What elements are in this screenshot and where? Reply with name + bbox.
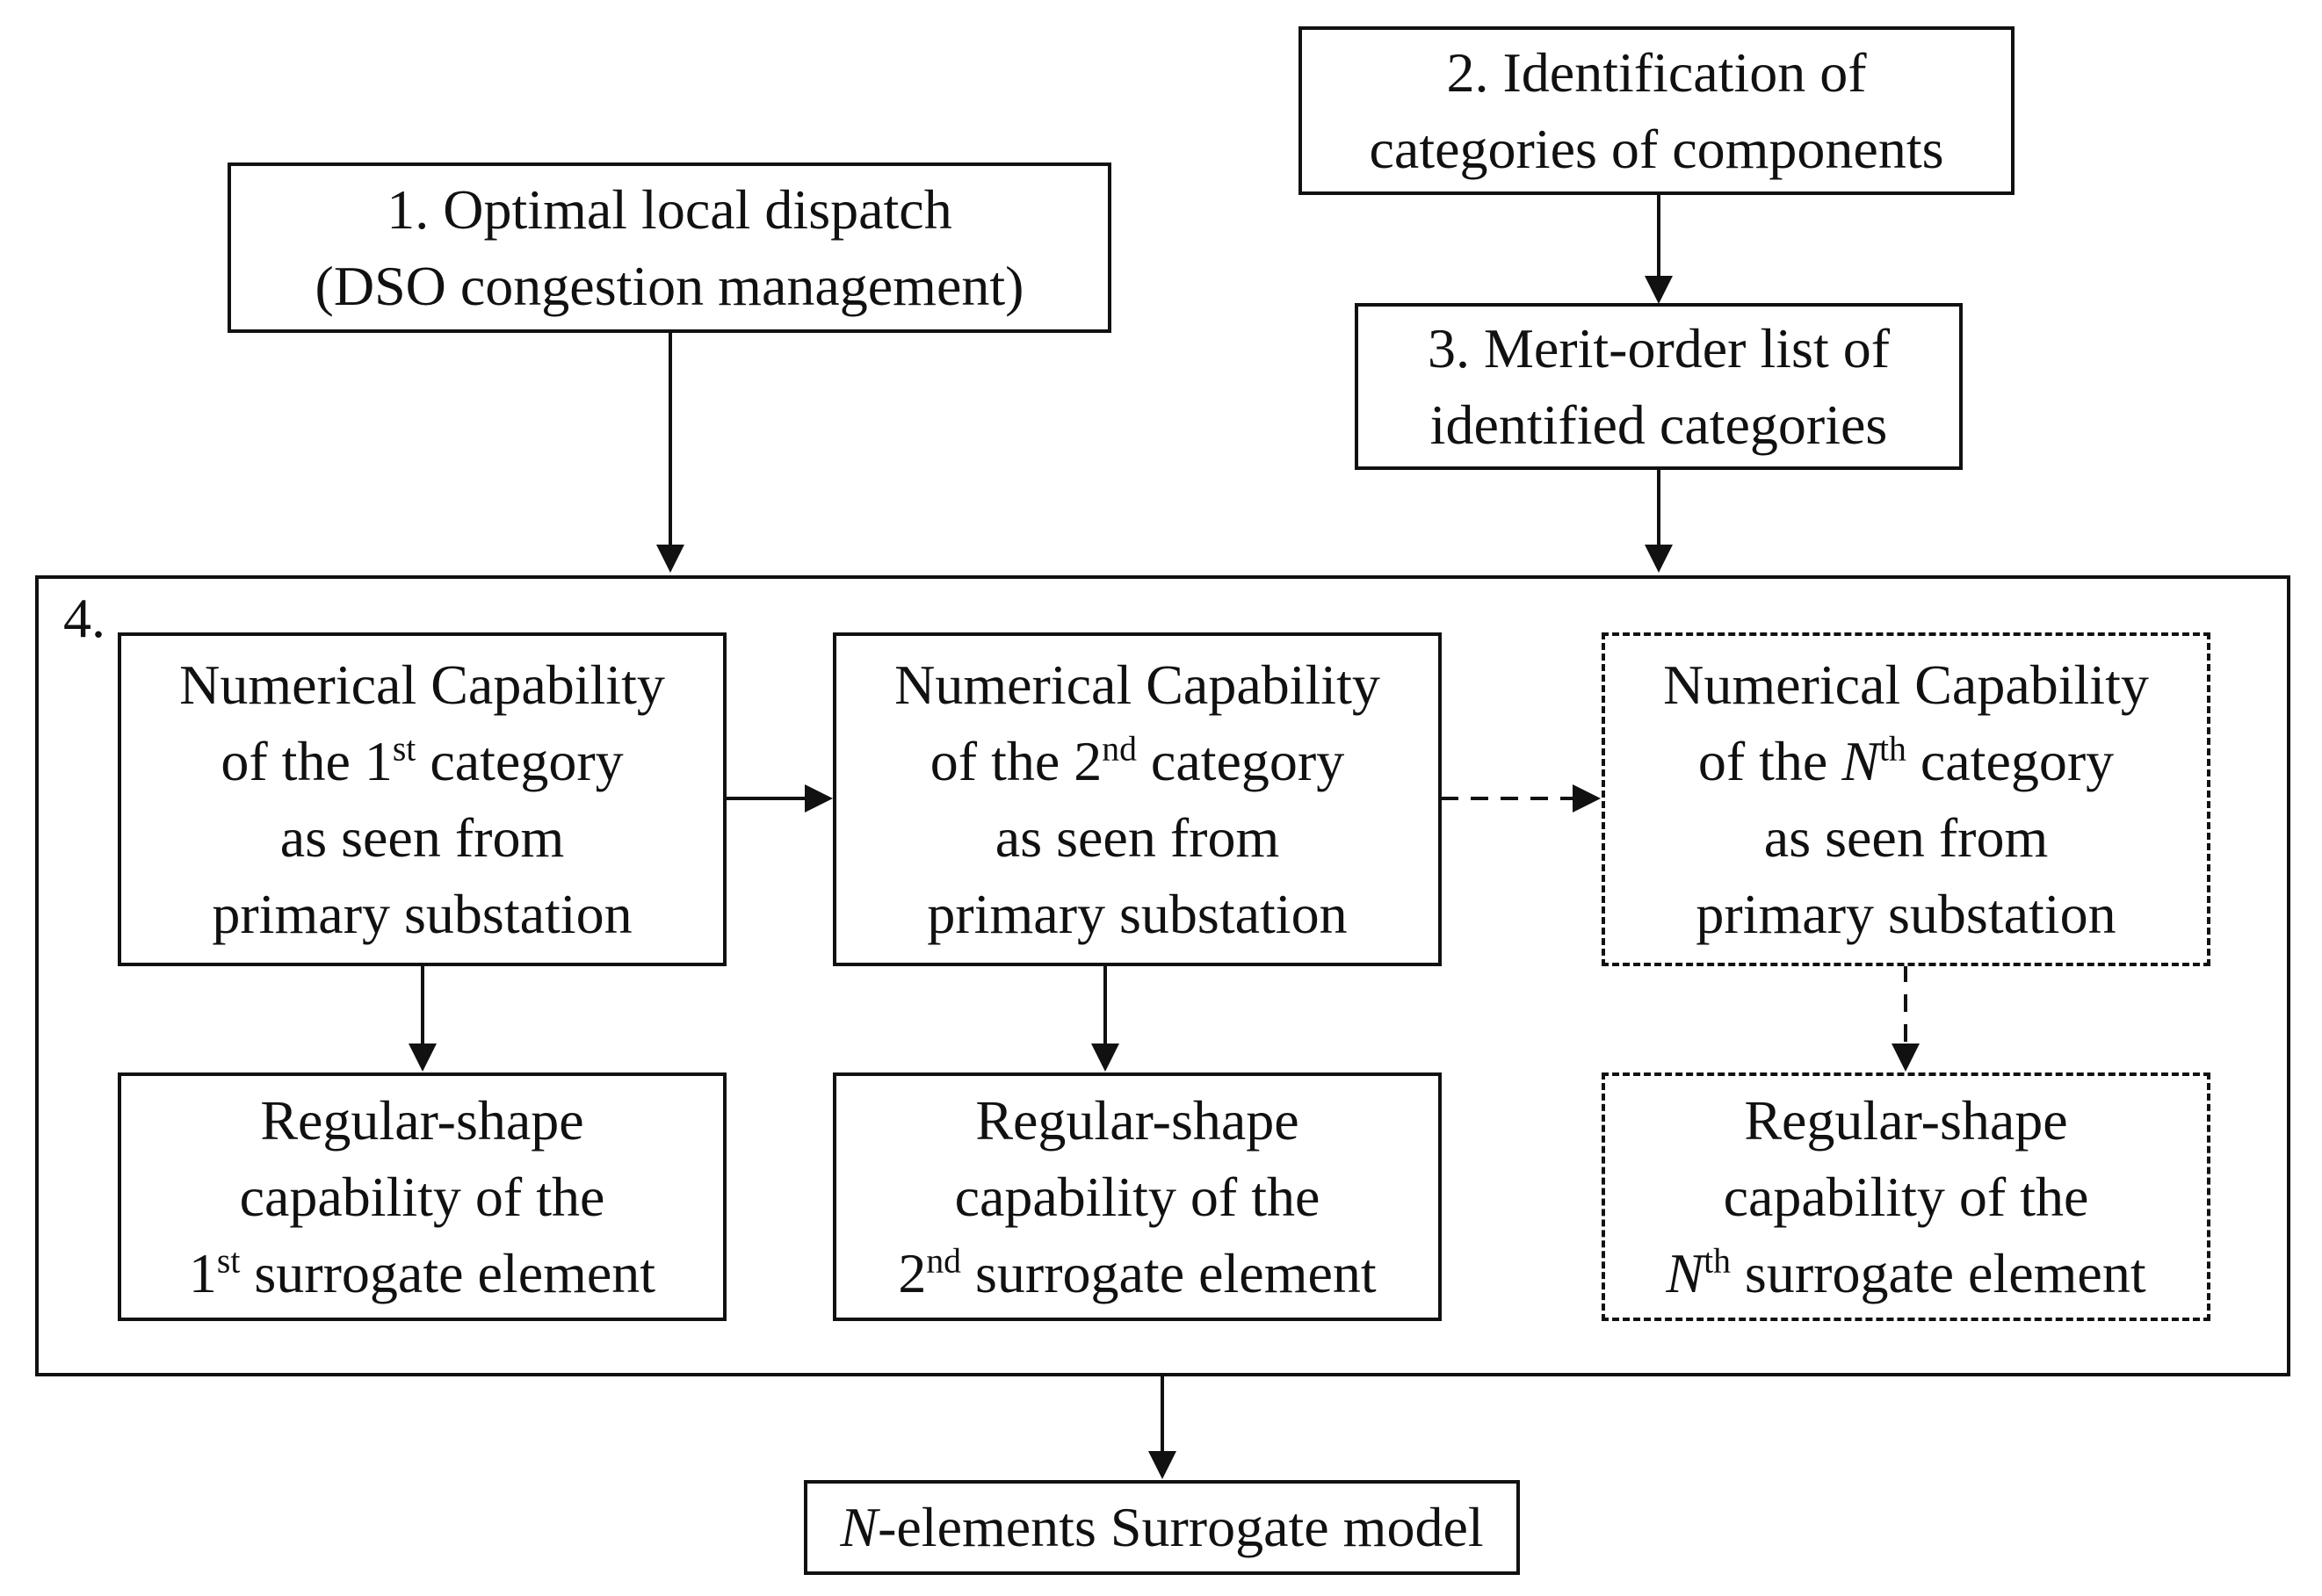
capN-line4: primary substation: [1696, 883, 2116, 946]
arrowhead-cap2-capN: [1573, 784, 1601, 812]
step1-line1: 1. Optimal local dispatch: [387, 177, 952, 241]
capability-box-1: Numerical Capability of the 1st category…: [118, 632, 727, 966]
cap2-line2: of the 2nd category: [930, 729, 1345, 792]
cap1-line3: as seen from: [279, 806, 565, 869]
arrowhead-cap1-reg1: [409, 1044, 437, 1072]
cap1-line4: primary substation: [212, 883, 633, 946]
regN-line1: Regular-shape: [1744, 1088, 2068, 1152]
step1-box: 1. Optimal local dispatch (DSO congestio…: [228, 162, 1111, 333]
reg1-line3: 1st surrogate element: [188, 1241, 656, 1305]
cap1-line2: of the 1st category: [221, 729, 624, 792]
reg1-line1: Regular-shape: [260, 1088, 584, 1152]
step4-label: 4.: [63, 587, 105, 649]
step2-box: 2. Identification of categories of compo…: [1298, 26, 2015, 195]
capN-line2: of the Nth category: [1697, 729, 2115, 792]
output-box: N-elements Surrogate model: [804, 1480, 1520, 1575]
reg1-line2: capability of the: [239, 1165, 605, 1228]
step4-container: [35, 575, 2290, 1376]
step3-line2: identified categories: [1429, 394, 1888, 456]
step2-line1: 2. Identification of: [1446, 40, 1867, 104]
cap1-line1: Numerical Capability: [179, 653, 665, 716]
step3-line1: 3. Merit-order list of: [1427, 316, 1891, 379]
arrowhead-cap1-cap2: [805, 784, 833, 812]
step3-box: 3. Merit-order list of identified catego…: [1355, 303, 1963, 470]
output-label: N-elements Surrogate model: [840, 1496, 1484, 1559]
regN-line2: capability of the: [1723, 1165, 2089, 1228]
regN-line3: Nth surrogate element: [1666, 1241, 2146, 1305]
arrowhead-step4-output: [1148, 1451, 1176, 1479]
regular-shape-box-1: Regular-shape capability of the 1st surr…: [118, 1072, 727, 1321]
regular-shape-box-2: Regular-shape capability of the 2nd surr…: [833, 1072, 1442, 1321]
reg2-line3: 2nd surrogate element: [898, 1241, 1377, 1305]
arrowhead-capN-regN: [1892, 1044, 1920, 1072]
step2-line2: categories of components: [1369, 118, 1944, 180]
arrowhead-cap2-reg2: [1091, 1044, 1119, 1072]
capN-line1: Numerical Capability: [1663, 653, 2149, 716]
regular-shape-box-n: Regular-shape capability of the Nth surr…: [1602, 1072, 2210, 1321]
capability-box-2: Numerical Capability of the 2nd category…: [833, 632, 1442, 966]
reg2-line1: Regular-shape: [975, 1088, 1299, 1152]
cap2-line1: Numerical Capability: [894, 653, 1380, 716]
cap2-line4: primary substation: [927, 883, 1348, 946]
step1-line2: (DSO congestion management): [315, 255, 1024, 317]
cap2-line3: as seen from: [995, 806, 1280, 869]
arrowhead-step2-step3: [1645, 276, 1673, 304]
arrowhead-step3-step4: [1645, 545, 1673, 573]
capN-line3: as seen from: [1763, 806, 2049, 869]
capability-box-n: Numerical Capability of the Nth category…: [1602, 632, 2210, 966]
arrowhead-step1-step4: [656, 545, 684, 573]
reg2-line2: capability of the: [954, 1165, 1320, 1228]
